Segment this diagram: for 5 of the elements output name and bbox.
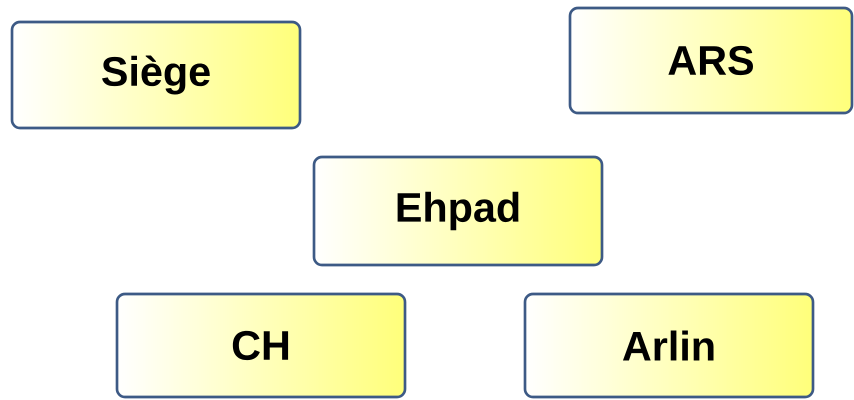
text-box: Arlin: [524, 292, 814, 398]
text-box: Ehpad: [312, 156, 604, 266]
text-box: Siège: [10, 20, 302, 130]
text-box: CH: [116, 292, 406, 398]
text-box: ARS: [568, 6, 854, 114]
